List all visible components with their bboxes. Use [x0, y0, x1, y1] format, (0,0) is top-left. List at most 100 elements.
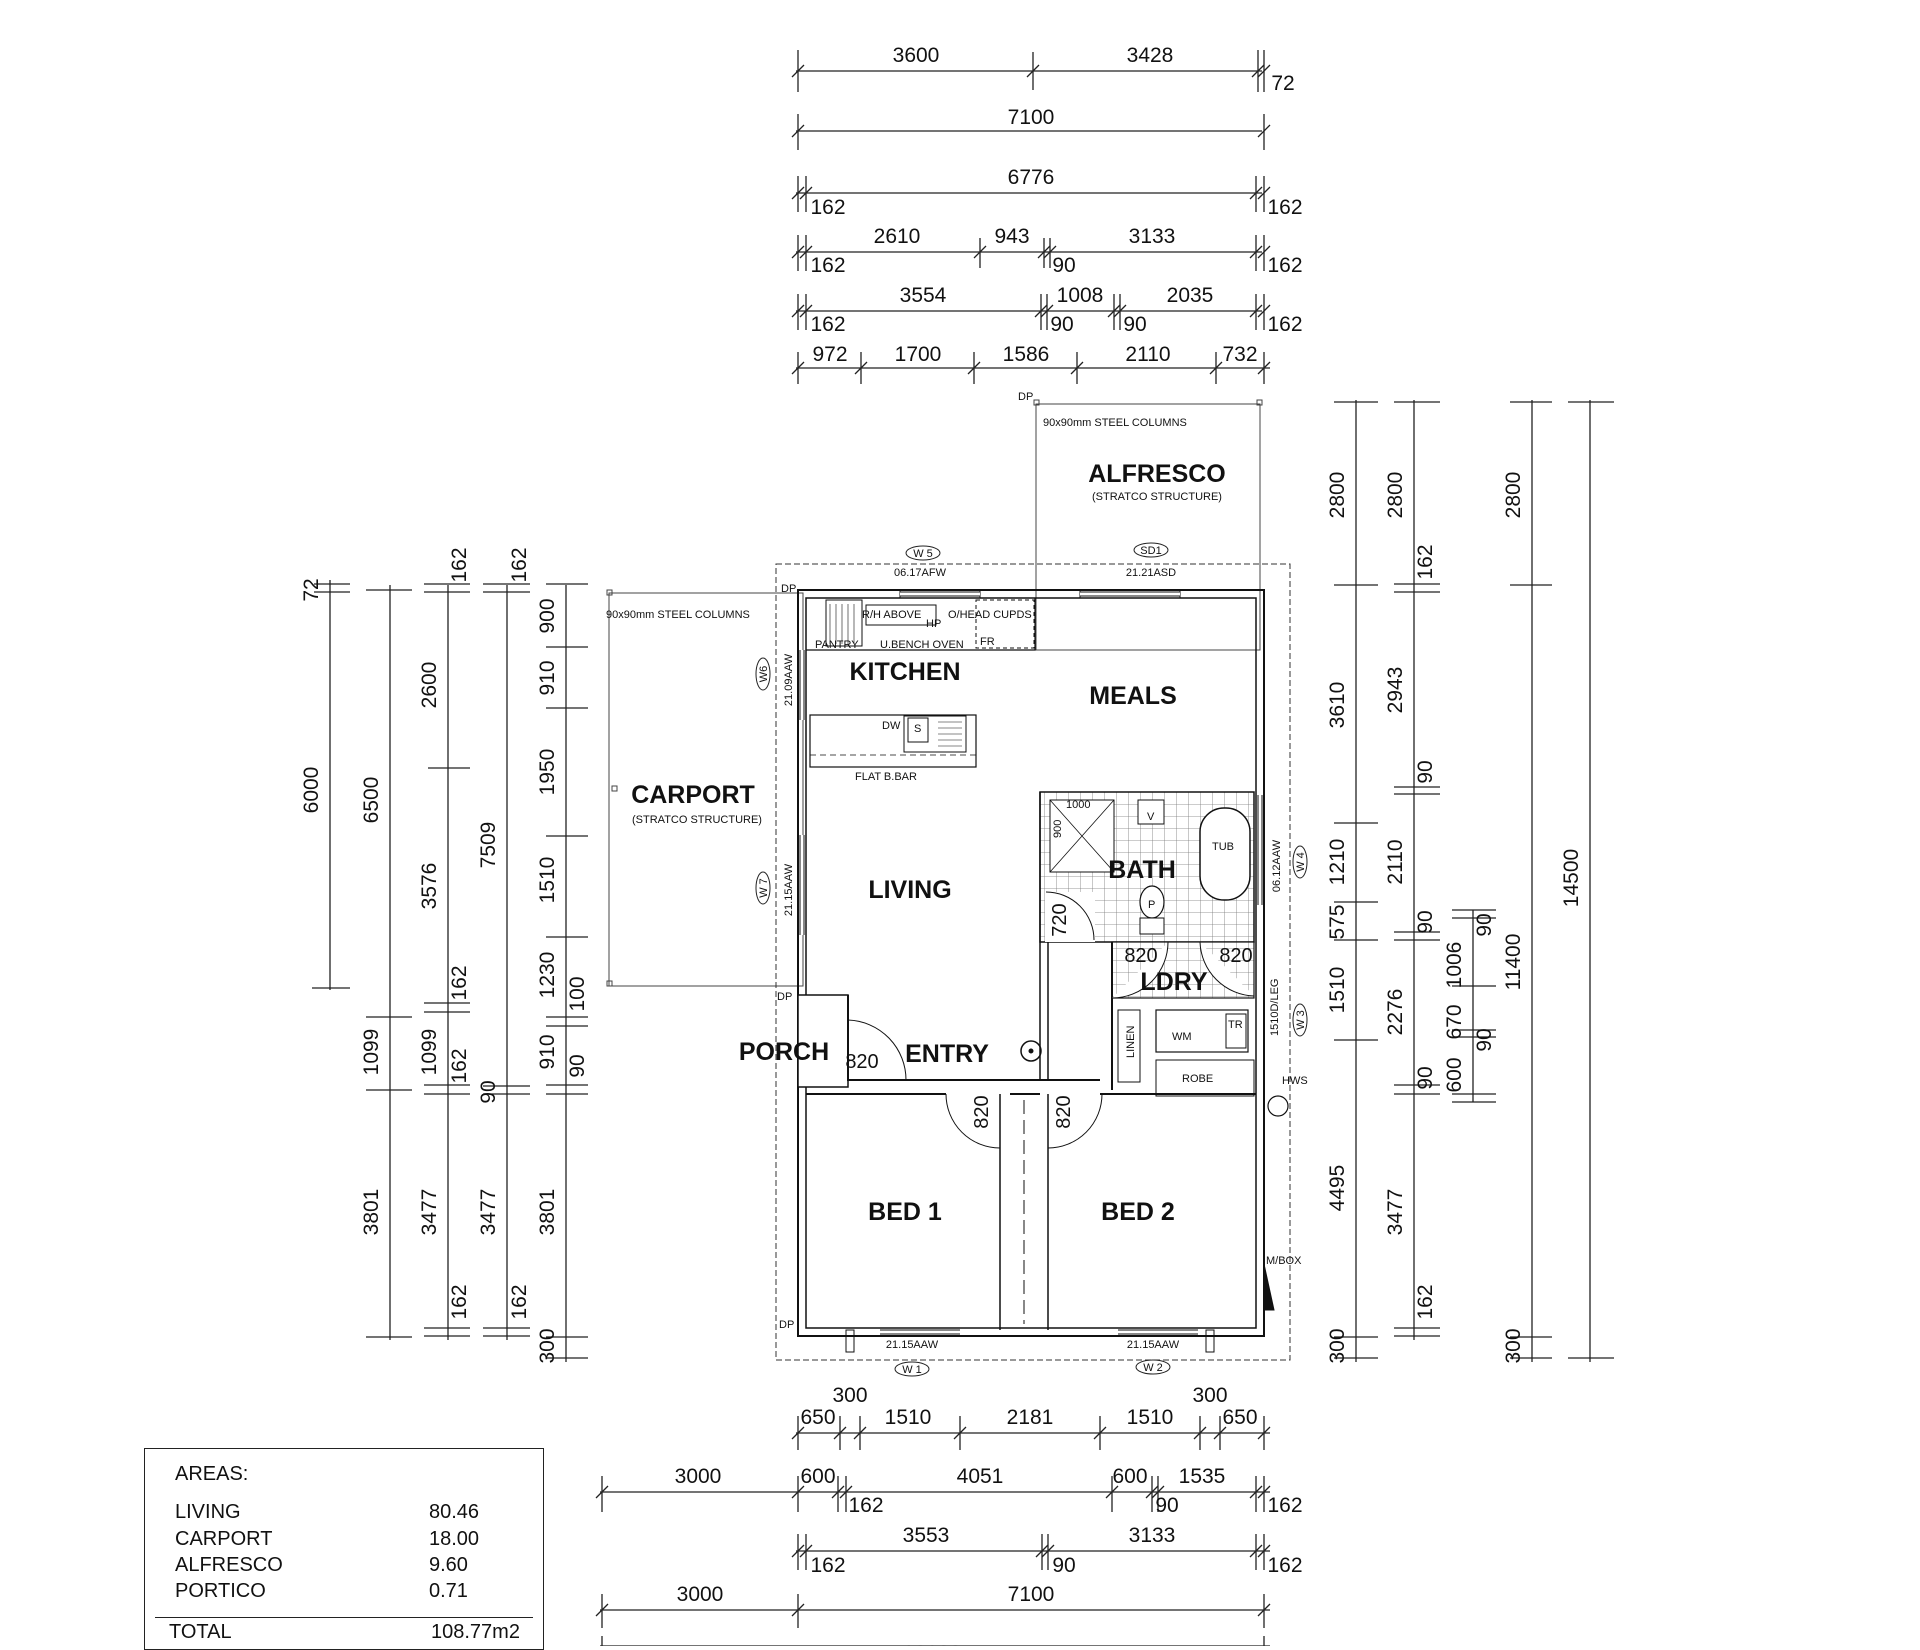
dim-label: 575 — [1326, 904, 1349, 939]
dim-label: 7100 — [1008, 106, 1055, 129]
pan-label: P — [1148, 899, 1155, 911]
vanity-label: V — [1147, 811, 1155, 823]
areas-table: AREAS: LIVING 80.46 CARPORT 18.00 ALFRES… — [144, 1448, 544, 1650]
robe-label: ROBE — [1182, 1073, 1213, 1085]
flat-bar-label: FLAT B.BAR — [855, 771, 917, 783]
dim-label: 670 — [1443, 1004, 1466, 1039]
right-dimension-labels: 2800 3610 1210 575 1510 4495 300 2800 16… — [1326, 472, 1583, 1364]
dim-label: 2610 — [874, 225, 921, 248]
sink-label: S — [914, 723, 921, 735]
room-bed1: BED 1 — [868, 1198, 942, 1226]
dim-label: 910 — [536, 1034, 559, 1069]
dim-label: 2035 — [1167, 284, 1214, 307]
window-w3: W 3 — [1292, 1003, 1308, 1037]
dim-label: 3477 — [418, 1189, 441, 1236]
dim-label: 300 — [832, 1384, 867, 1407]
dim-label: 90 — [1123, 313, 1146, 336]
area-value: 9.60 — [429, 1554, 468, 1576]
bottom-dimension-labels: 650 300 1510 2181 1510 300 650 3000 600 … — [675, 1384, 1303, 1646]
dim-label: 1535 — [1179, 1465, 1226, 1488]
dim-label: 72 — [300, 578, 323, 601]
dp-label: DP — [781, 583, 796, 595]
linen-label: LINEN — [1125, 1026, 1137, 1058]
room-entry: ENTRY — [905, 1040, 989, 1068]
dim-label: 1510 — [1326, 967, 1349, 1014]
dim-label: 162 — [448, 1284, 471, 1319]
dim-label: 100 — [566, 976, 589, 1011]
dim-label: 1230 — [536, 952, 559, 999]
rh-above-label: R/H ABOVE — [862, 609, 921, 621]
dim-label: 3600 — [893, 44, 940, 67]
room-labels: ALFRESCO (STRATCO STRUCTURE) CARPORT (ST… — [631, 460, 1226, 1226]
window-spec: 21.15AAW — [1127, 1339, 1180, 1351]
area-value: 0.71 — [429, 1580, 468, 1602]
top-dimension-labels: 3600 3428 72 7100 162 6776 162 162 2610 … — [810, 44, 1302, 366]
dim-label: 6500 — [360, 777, 383, 824]
area-label: CARPORT — [175, 1528, 273, 1550]
right-dimensions — [1334, 400, 1614, 1362]
dw-label: DW — [882, 720, 901, 732]
dim-label: 1008 — [1057, 284, 1104, 307]
dim-label: 600 — [1443, 1057, 1466, 1092]
window-tag: W 2 — [1143, 1362, 1163, 1374]
window-tag: W 4 — [1295, 852, 1307, 872]
dim-label: 3000 — [677, 1583, 724, 1606]
dim-label: 7100 — [1008, 1583, 1055, 1606]
bottom-dimensions — [595, 1416, 1271, 1646]
mbox-label: M/BOX — [1266, 1255, 1302, 1267]
area-row: CARPORT 18.00 — [175, 1528, 495, 1551]
dim-label: 90 — [1052, 1554, 1075, 1577]
door-size: 820 — [971, 1095, 993, 1128]
dim-label: 972 — [812, 343, 847, 366]
area-row: ALFRESCO 9.60 — [175, 1554, 495, 1577]
site-boundary — [775, 563, 1291, 1361]
dim-label: 162 — [1267, 196, 1302, 219]
room-meals: MEALS — [1089, 682, 1177, 710]
fixture-labels: 90x90mm STEEL COLUMNS 90x90mm STEEL COLU… — [606, 391, 1308, 1331]
dim-label: 4495 — [1326, 1165, 1349, 1212]
dim-label: 3133 — [1129, 225, 1176, 248]
dim-label: 4051 — [957, 1465, 1004, 1488]
dim-label: 162 — [1267, 1554, 1302, 1577]
dim-label: 90 — [1473, 913, 1496, 936]
area-value: 80.46 — [429, 1501, 480, 1523]
dim-label: 943 — [994, 225, 1029, 248]
area-label: ALFRESCO — [175, 1554, 283, 1576]
dim-label: 2800 — [1502, 472, 1525, 519]
window-tags: W 5 06.17AFW SD1 21.21ASD W6 21.09AAW W … — [755, 542, 1308, 1377]
dim-label: 10100 — [903, 1642, 961, 1646]
door-size: 820 — [845, 1051, 878, 1073]
dim-label: 2600 — [418, 662, 441, 709]
dim-label: 3477 — [1384, 1189, 1407, 1236]
dim-label: 650 — [800, 1406, 835, 1429]
window-spec: 06.12AAW — [1271, 839, 1283, 892]
areas-divider — [155, 1617, 533, 1618]
dim-label: 6000 — [300, 767, 323, 814]
area-row: LIVING 80.46 — [175, 1501, 495, 1524]
dim-label: 90 — [566, 1054, 589, 1077]
dim-label: 162 — [810, 254, 845, 277]
dp-label: DP — [1018, 391, 1033, 403]
dim-label: 162 — [448, 965, 471, 1000]
window-w5: W 5 06.17AFW — [894, 545, 947, 579]
steel-columns-carport: 90x90mm STEEL COLUMNS — [606, 609, 750, 621]
dim-label: 162 — [508, 547, 531, 582]
dim-label: 72 — [1271, 72, 1294, 95]
dim-label: 1510 — [1127, 1406, 1174, 1429]
dim-label: 162 — [810, 313, 845, 336]
window-spec: 21.15AAW — [886, 1339, 939, 1351]
dim-label: 600 — [800, 1465, 835, 1488]
window-w2: W 2 21.15AAW — [1127, 1339, 1180, 1375]
dim-label: 162 — [508, 1284, 531, 1319]
dim-label: 7509 — [477, 822, 500, 869]
dim-label: 900 — [536, 598, 559, 633]
room-alfresco: ALFRESCO — [1088, 460, 1226, 488]
dim-label: 3576 — [418, 863, 441, 910]
dim-label: 3801 — [360, 1189, 383, 1236]
ubench-label: U.BENCH OVEN — [880, 639, 964, 651]
dim-label: 162 — [1267, 254, 1302, 277]
window-tag: W6 — [758, 666, 770, 683]
window-sd1: SD1 21.21ASD — [1126, 542, 1176, 579]
window-spec: 21.21ASD — [1126, 567, 1176, 579]
